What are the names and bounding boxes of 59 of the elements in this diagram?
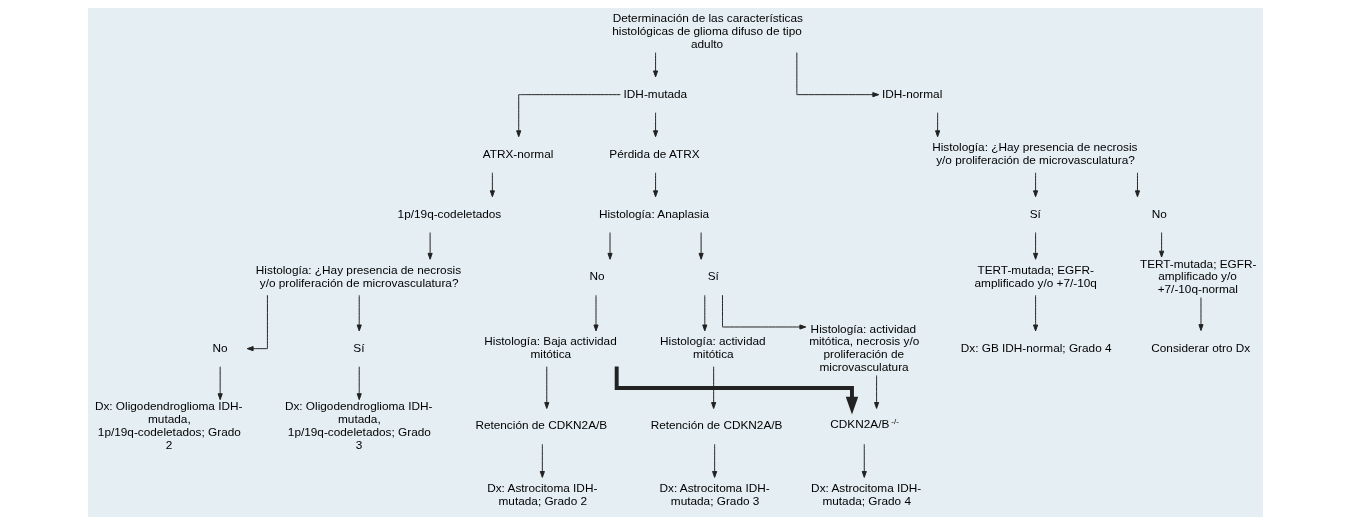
node-text: Dx: Astrocitoma IDH-mutada; Grado 4 [810, 480, 921, 508]
node-text: Retención de CDKN2A/B [474, 418, 607, 433]
node-text: 1p/19q-codeletados [397, 206, 501, 221]
node-text: No [1151, 206, 1167, 221]
arrow [1032, 294, 1038, 332]
arrow [698, 232, 704, 260]
node-text: TERT-mutada; EGFR-amplificado y/o +7/-10q-normal [1139, 256, 1256, 297]
node-text: Histología: Anaplasia [598, 206, 709, 221]
arrow [543, 366, 549, 409]
node-text: No [212, 340, 228, 355]
node-text: CDKN2A/B$^{-/-}$ [829, 416, 899, 432]
node-text: Sí [1029, 206, 1041, 221]
arrow [606, 232, 613, 260]
node-text: IDH-mutada [623, 86, 687, 101]
arrow [489, 172, 495, 198]
node-text: Histología: ¿Hay presencia de necrosis y/o proliferación de microvasculatura? [931, 140, 1137, 168]
node-text: Considerar otro Dx [1150, 340, 1250, 355]
arrow [592, 294, 599, 332]
node-text: Histología: Baja actividad mitótica [483, 334, 617, 362]
node-text: Histología: actividad mitótica, necrosis y/o proliferación de microvasculatura [808, 321, 919, 374]
arrow [711, 443, 717, 478]
node-text: Dx: GB IDH-normal; Grado 4 [960, 340, 1112, 355]
arrow [795, 52, 879, 98]
arrow [1032, 232, 1038, 260]
arrow [873, 374, 879, 409]
arrow [861, 443, 867, 478]
node-text: Determinación de las características histológicas de glioma difuso de tipo adulto [611, 11, 803, 51]
node-text: Dx: Astrocitoma IDH-mutada; Grado 3 [659, 480, 770, 508]
node-text: Histología: ¿Hay presencia de necrosis y/o proliferación de microvasculatura? [255, 262, 461, 290]
node-text: ATRX-normal [482, 146, 553, 161]
node-text: Retención de CDKN2A/B [650, 418, 782, 433]
node-text: Pérdida de ATRX [608, 146, 700, 161]
arrow [515, 94, 621, 138]
node-text: Sí [707, 269, 719, 284]
node-text: Histología: actividad mitótica [659, 334, 766, 362]
node-text: Dx: Oligodendroglioma IDH-mutada, 1p/19q-codeletados; Grado 2 [94, 399, 242, 452]
node-text: Dx: Astrocitoma IDH-mutada; Grado 2 [486, 480, 597, 508]
node-text: IDH-normal [881, 86, 942, 101]
arrow [246, 294, 268, 352]
arrow [1032, 172, 1038, 198]
arrow [217, 366, 223, 401]
arrow [934, 112, 940, 138]
arrow [652, 112, 658, 138]
node-text: No [589, 269, 605, 284]
arrow [652, 172, 658, 198]
node-text: TERT-mutada; EGFR-amplificado y/o +7/-10q [974, 262, 1097, 290]
arrow [652, 52, 658, 78]
arrow [721, 294, 806, 330]
arrow [356, 366, 362, 401]
arrow [710, 366, 716, 409]
arrow [1158, 232, 1164, 258]
arrow [356, 294, 362, 332]
node-text: Dx: Oligodendroglioma IDH-mutada, 1p/19q-codeletados; Grado 3 [284, 399, 432, 452]
arrow [1197, 297, 1204, 331]
node-text: Sí [352, 340, 364, 355]
arrow [1134, 172, 1140, 198]
arrow [701, 294, 707, 332]
arrow [539, 443, 545, 478]
arrow [427, 232, 433, 260]
